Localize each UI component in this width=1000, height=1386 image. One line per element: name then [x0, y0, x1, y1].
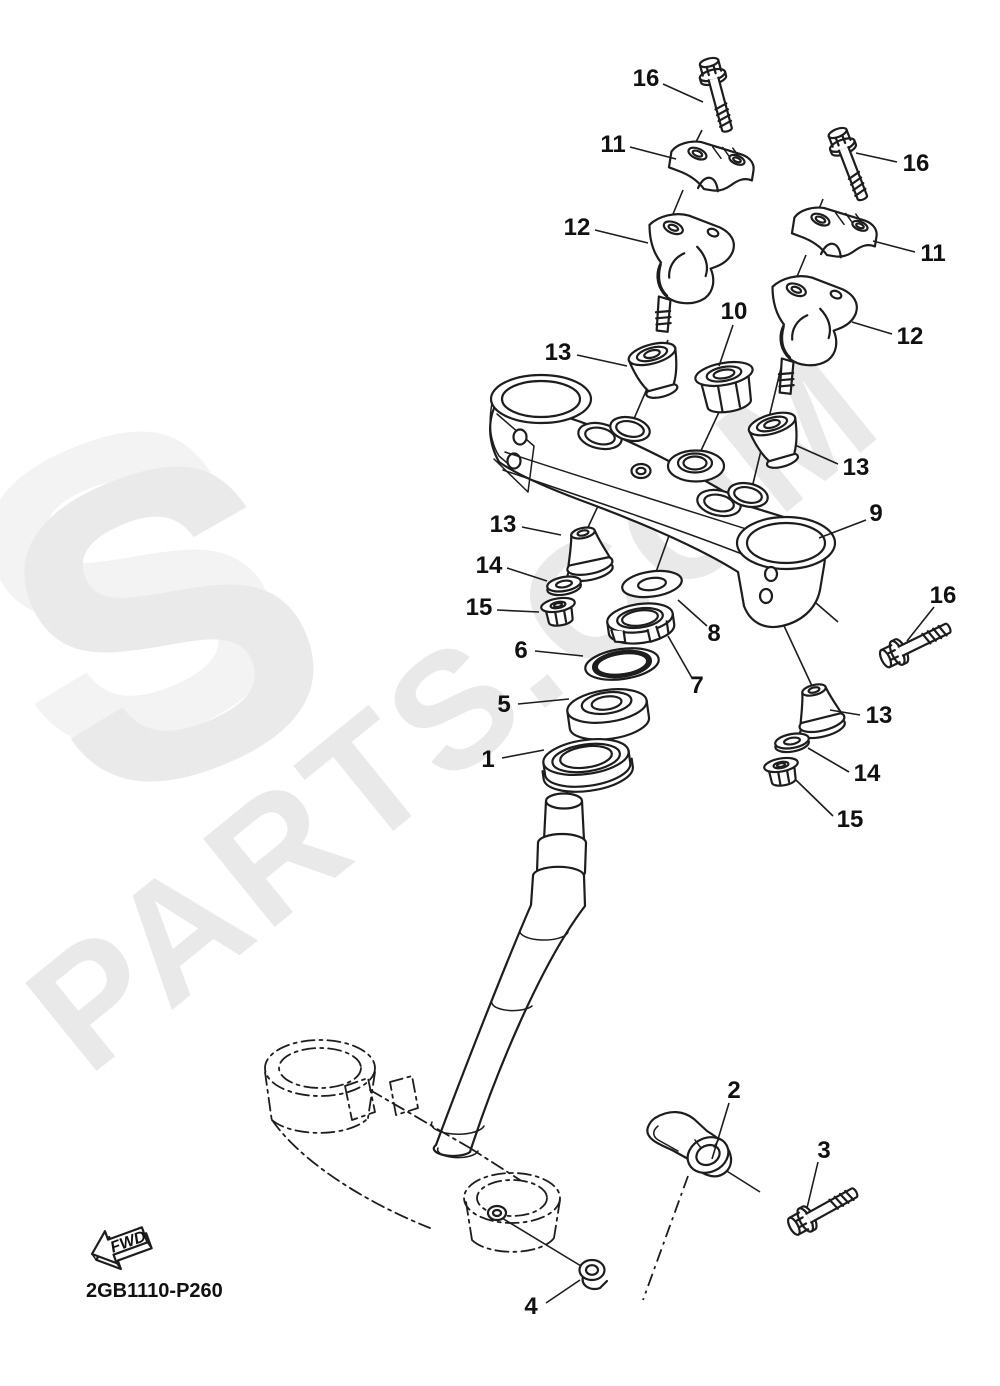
part-steering-stem [432, 792, 588, 1158]
part-nut-right [762, 754, 803, 790]
callout-15-left: 15 [466, 594, 493, 621]
callout-12-left: 12 [564, 214, 591, 241]
callout-16-top-right: 16 [903, 150, 930, 177]
callout-15-right: 15 [837, 806, 864, 833]
callout-5: 5 [497, 691, 510, 718]
callout-4: 4 [524, 1293, 538, 1320]
line-art: FWD [90, 54, 957, 1291]
callout-3: 3 [817, 1137, 830, 1164]
part-bolt-right [822, 123, 877, 206]
callout-10: 10 [721, 298, 748, 325]
callout-16-mid: 16 [930, 582, 957, 609]
part-upper-bearing-5 [566, 688, 651, 741]
part-handle-holder-upper-right [788, 202, 881, 264]
part-damper-top-left [625, 337, 688, 404]
callout-6: 6 [514, 637, 527, 664]
callout-16-top-left: 16 [633, 65, 660, 92]
part-upper-bracket [489, 373, 837, 629]
callout-8: 8 [707, 620, 720, 647]
part-bolt-bracket-3 [782, 1179, 864, 1241]
part-collar-4 [578, 1258, 609, 1291]
callout-13-mid-right: 13 [866, 702, 893, 729]
fwd-arrow: FWD [90, 1226, 153, 1271]
callout-11-right: 11 [920, 240, 945, 267]
callout-11-left: 11 [600, 131, 625, 158]
callout-13-top-right: 13 [843, 454, 870, 481]
callout-2: 2 [727, 1077, 740, 1104]
part-ring-nut-7 [606, 602, 676, 645]
callout-labels: 16 11 16 12 11 10 12 13 13 9 13 14 15 8 … [466, 65, 957, 1320]
callout-13-mid-left: 13 [490, 511, 517, 538]
part-clamp-bracket-2 [646, 1111, 733, 1178]
callout-1: 1 [481, 746, 494, 773]
part-seal-washer-8 [621, 569, 683, 599]
part-bolt-left [694, 54, 742, 136]
callout-9: 9 [869, 500, 882, 527]
callout-14-left: 14 [476, 552, 503, 579]
callout-7: 7 [690, 672, 703, 699]
callout-13-top-left: 13 [545, 339, 572, 366]
part-washer-right [772, 730, 812, 756]
callout-14-right: 14 [854, 760, 881, 787]
part-bolt-side-16 [875, 614, 957, 674]
callout-leader-lines [496, 83, 935, 1304]
diagram-part-code: 2GB1110-P260 [86, 1280, 223, 1302]
part-handle-holder-upper-left [665, 136, 758, 198]
callout-12-right: 12 [897, 323, 924, 350]
part-bearing-race-1 [541, 738, 634, 793]
part-lower-bracket-phantom [264, 1039, 561, 1253]
part-bearing-cover-6 [584, 647, 660, 681]
lower-bracket-stem-junction [430, 1121, 508, 1222]
